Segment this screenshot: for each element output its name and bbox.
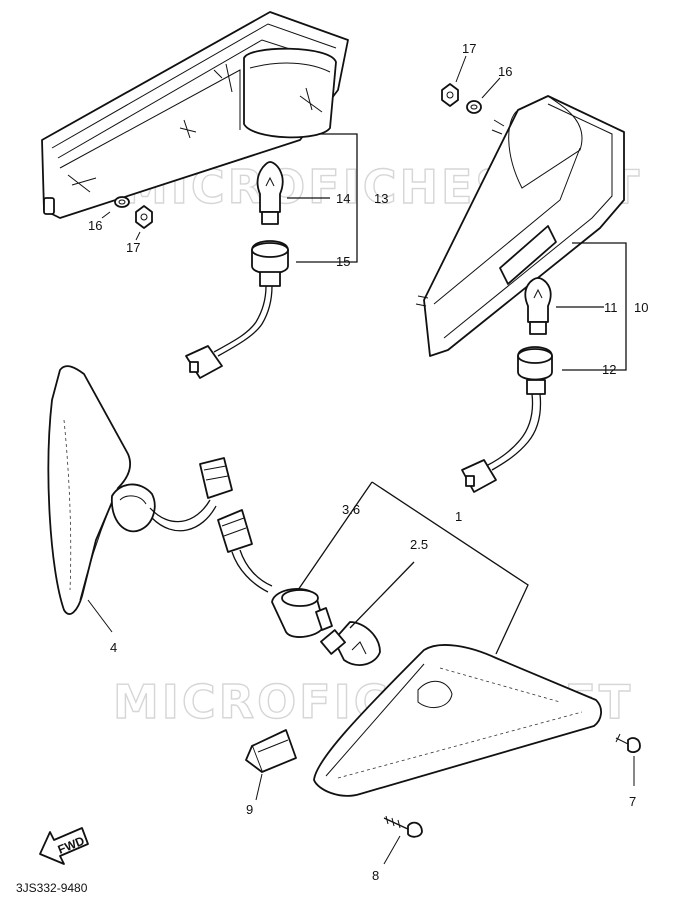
callout-14: 14 (336, 191, 350, 206)
leader-17-left (135, 231, 141, 241)
left-light-housing (41, 11, 349, 219)
callout-bracket-lower (297, 481, 529, 655)
callout-bracket-right (556, 242, 627, 371)
flasher-lens-4 (47, 365, 233, 615)
callout-3-6: 3.6 (342, 502, 360, 517)
socket-15 (185, 240, 289, 379)
right-light-housing (415, 95, 625, 357)
callout-16-left: 16 (88, 218, 102, 233)
fwd-arrow: FWD (39, 827, 89, 865)
leader-17-right (455, 55, 467, 83)
leader-4 (87, 599, 113, 633)
callout-13: 13 (374, 191, 388, 206)
nut-17-left (135, 205, 153, 229)
callout-17-left: 17 (126, 240, 140, 255)
leader-8 (383, 835, 401, 865)
bulb-2-5 (320, 621, 381, 666)
callout-4: 4 (110, 640, 117, 655)
harness-connector-lower (217, 509, 273, 593)
socket-12 (461, 346, 553, 493)
clip-9 (245, 729, 297, 773)
callout-bracket-left (287, 133, 358, 263)
callout-16-right: 16 (498, 64, 512, 79)
flasher-lens-1 (313, 644, 602, 797)
callout-10: 10 (634, 300, 648, 315)
callout-7: 7 (629, 794, 636, 809)
callout-2-5: 2.5 (410, 537, 428, 552)
bulb-14 (256, 161, 284, 225)
callout-8: 8 (372, 868, 379, 883)
screw-7 (615, 733, 641, 753)
callout-17-right: 17 (462, 41, 476, 56)
washer-16-right (466, 100, 482, 114)
nut-17-right (441, 83, 459, 107)
screw-8 (383, 815, 423, 838)
bulb-11 (524, 277, 552, 335)
callout-1: 1 (455, 509, 462, 524)
callout-11: 11 (604, 300, 618, 315)
callout-9: 9 (246, 802, 253, 817)
socket-3-6 (271, 588, 333, 638)
callout-15: 15 (336, 254, 350, 269)
leader-9 (255, 773, 263, 801)
part-code: 3JS332-9480 (16, 881, 88, 895)
callout-12: 12 (602, 362, 616, 377)
leader-16-right (481, 77, 501, 99)
leader-16-left (101, 211, 111, 219)
washer-16-left (114, 196, 130, 208)
